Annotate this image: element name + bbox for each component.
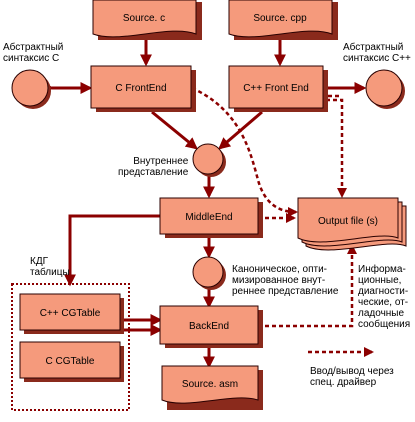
abstract-syntax-cpp-circle bbox=[365, 69, 405, 109]
middleend-label: MiddleEnd bbox=[185, 212, 232, 223]
canonical-representation-label: Каноническое, опти- мизированное внут- р… bbox=[232, 264, 339, 297]
source-asm-label: Source. asm bbox=[182, 379, 238, 390]
abstract-syntax-c-circle bbox=[11, 69, 51, 109]
canonical-representation-circle bbox=[192, 256, 226, 290]
cpp-cgtable-label: C++ CGTable bbox=[40, 308, 101, 319]
arrow-cpp-frontend-to-internal bbox=[218, 110, 263, 150]
node-cpp-frontend bbox=[228, 65, 328, 112]
dashed-c-frontend-to-output bbox=[191, 86, 298, 217]
internal-representation-label: Внутреннее представление bbox=[118, 156, 189, 178]
source-cpp-label: Source. cpp bbox=[253, 13, 307, 24]
dashed-cpp-frontend-to-output bbox=[326, 98, 347, 198]
node-output-files bbox=[297, 197, 407, 251]
kdg-tables-group-border bbox=[11, 283, 130, 411]
legend-io-label: Ввод/вывод через спец. драйвер bbox=[310, 366, 394, 388]
info-messages-label: Информа- ционные, диагности- ческие, от-… bbox=[358, 264, 411, 330]
abstract-syntax-cpp-label: Абстрактный синтаксис C++ bbox=[343, 42, 411, 64]
c-cgtable-label: C CGTable bbox=[46, 356, 95, 367]
node-cpp-cgtable bbox=[19, 293, 124, 334]
backend-label: BackEnd bbox=[189, 321, 229, 332]
node-c-frontend bbox=[90, 65, 196, 112]
abstract-syntax-c-label: Абстрактный синтаксис C bbox=[3, 42, 64, 64]
internal-representation-circle bbox=[192, 143, 226, 177]
node-c-cgtable bbox=[19, 341, 124, 382]
arrow-middleend-to-tables bbox=[64, 214, 160, 287]
node-backend bbox=[159, 305, 263, 348]
c-frontend-label: C FrontEnd bbox=[115, 83, 166, 94]
arrow-c-frontend-to-internal bbox=[151, 110, 198, 150]
node-source-asm bbox=[161, 365, 263, 410]
node-source-cpp bbox=[228, 0, 338, 40]
source-c-label: Source. c bbox=[123, 13, 165, 24]
output-file-label: Output file (s) bbox=[318, 216, 378, 227]
cpp-frontend-label: C++ Front End bbox=[243, 83, 309, 94]
kdg-tables-label: КДГ таблицы bbox=[30, 256, 70, 278]
node-middleend bbox=[159, 197, 263, 238]
node-source-c bbox=[92, 0, 202, 40]
dashed-backend-to-output bbox=[258, 244, 357, 328]
